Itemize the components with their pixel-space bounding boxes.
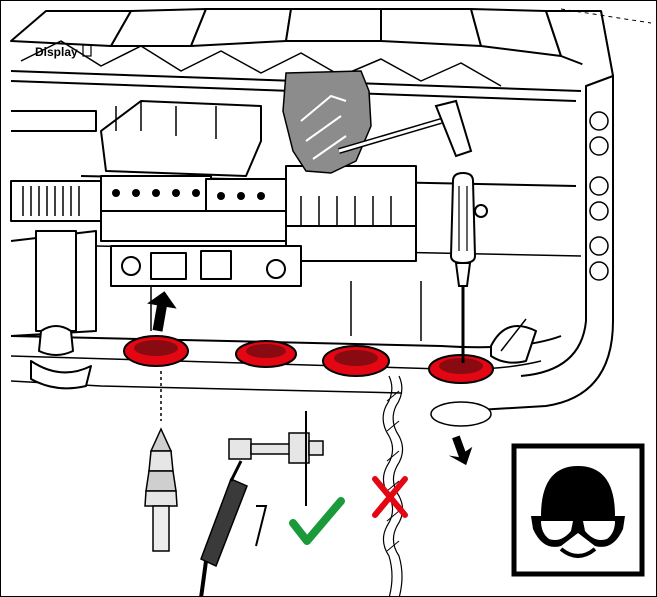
arrow-down-icon [448,435,473,466]
check-mark-icon [289,497,345,545]
arrow-up-icon [147,291,177,332]
screwdriver-icon [449,171,477,363]
safety-goggles-icon [511,443,645,577]
display-text: Display [35,45,78,59]
step-drill-icon [144,427,178,552]
side-vents [589,111,609,281]
display-label: Display [35,44,92,59]
cross-mark-icon [372,476,408,518]
knockout-holes [123,335,494,384]
hand-hammer-icon [282,70,473,174]
removed-disc [430,401,492,427]
terminal-blocks [100,100,537,364]
twist-drill-icon [382,375,404,596]
inverter-housing [10,8,614,412]
punch-tool-icon [199,411,324,596]
